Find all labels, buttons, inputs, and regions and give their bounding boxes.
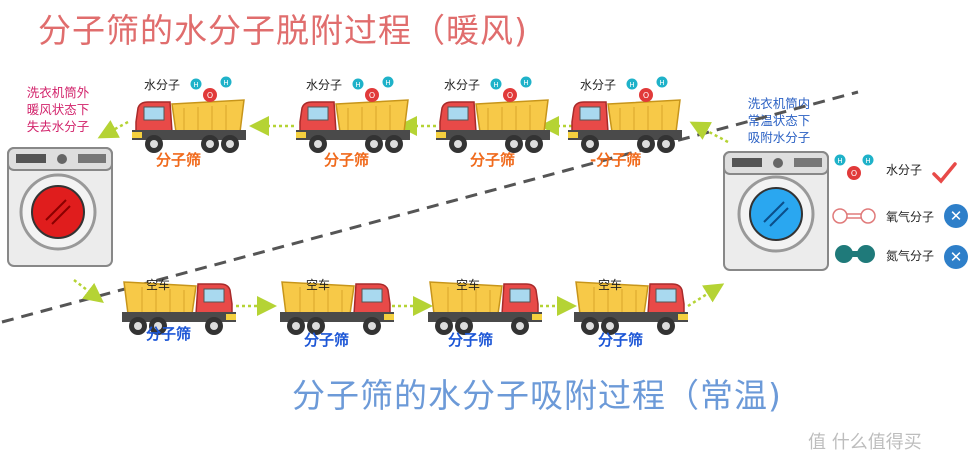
nitrogen-molecule-icon — [835, 245, 875, 263]
atom-label: H — [385, 79, 390, 87]
truck-loaded — [436, 100, 550, 153]
atom-label: O — [851, 169, 857, 178]
atom-label: H — [659, 79, 664, 87]
flow-arrow — [687, 283, 725, 308]
flow-arrow — [689, 121, 729, 144]
legend-nitrogen-label: 氮气分子 — [886, 249, 935, 263]
atom-label: O — [507, 91, 513, 100]
atom-label: H — [493, 81, 498, 89]
flow-arrow — [97, 120, 129, 139]
note-line: 洗衣机筒外 — [26, 85, 90, 100]
oxygen-molecule-icon — [832, 208, 876, 224]
molecular-sieve-label: 分子筛 — [156, 151, 202, 169]
note-line: 失去水分子 — [26, 119, 90, 134]
water-molecule-icon: H H O — [490, 76, 532, 102]
molecular-sieve-label: -分子筛 — [590, 151, 642, 169]
atom-label: H — [223, 79, 228, 87]
atom-label: O — [643, 91, 649, 100]
molecular-sieve-label: 分子筛 — [304, 331, 350, 349]
atom-label: O — [369, 91, 375, 100]
truck-empty — [280, 282, 394, 335]
desorption-title: 分子筛的水分子脱附过程（暖风) — [38, 11, 528, 50]
water-molecule-icon: H H O — [626, 76, 668, 102]
legend-water-label: 水分子 — [886, 163, 923, 177]
atom-label: H — [355, 81, 360, 89]
molecular-sieve-label: 分子筛 — [324, 151, 370, 169]
note-line: 洗衣机筒内 — [747, 96, 811, 111]
atom-label: H — [629, 81, 634, 89]
atom-label: H — [193, 81, 198, 89]
truck-cargo-label: 空车 — [306, 278, 331, 292]
truck-cargo-label: 水分子 — [306, 78, 343, 92]
atom-label: H — [523, 79, 528, 87]
water-molecule-icon: H H O — [352, 76, 394, 102]
truck-empty — [574, 282, 688, 335]
washing-machine-warm — [7, 147, 113, 267]
cross-icon: ✕ — [944, 245, 968, 269]
truck-loaded — [132, 100, 246, 153]
water-molecule-icon: H H O — [190, 76, 232, 102]
truck-cargo-label: 水分子 — [144, 78, 181, 92]
molecular-sieve-label: 分子筛 — [470, 151, 516, 169]
truck-loaded — [568, 100, 682, 153]
note-line: 暖风状态下 — [26, 102, 90, 117]
note-outside-drum: 洗衣机筒外 暖风状态下 失去水分子 — [18, 84, 98, 135]
adsorption-title: 分子筛的水分子吸附过程（常温) — [292, 376, 782, 415]
washing-machine-normal — [723, 151, 829, 271]
flow-arrow — [73, 279, 104, 304]
truck-cargo-label: 空车 — [146, 278, 171, 292]
watermark: 值 什么值得买 — [808, 432, 922, 453]
truck-cargo-label: 空车 — [598, 278, 623, 292]
truck-empty — [428, 282, 542, 335]
atom-label: H — [865, 157, 870, 165]
water-molecule-icon: H H O — [834, 154, 874, 180]
truck-loaded — [296, 100, 410, 153]
molecular-sieve-label: 分子筛 — [448, 331, 494, 349]
molecular-sieve-label: 分子筛 — [598, 331, 644, 349]
legend-oxygen-label: 氧气分子 — [886, 210, 935, 224]
check-icon — [932, 162, 957, 184]
truck-cargo-label: 水分子 — [444, 78, 481, 92]
truck-cargo-label: 水分子 — [580, 78, 617, 92]
cross-icon: ✕ — [944, 204, 968, 228]
truck-cargo-label: 空车 — [456, 278, 481, 292]
note-line: 吸附水分子 — [747, 130, 811, 145]
atom-label: H — [837, 157, 842, 165]
atom-label: O — [207, 91, 213, 100]
molecular-sieve-label: 分子筛 — [146, 325, 192, 343]
